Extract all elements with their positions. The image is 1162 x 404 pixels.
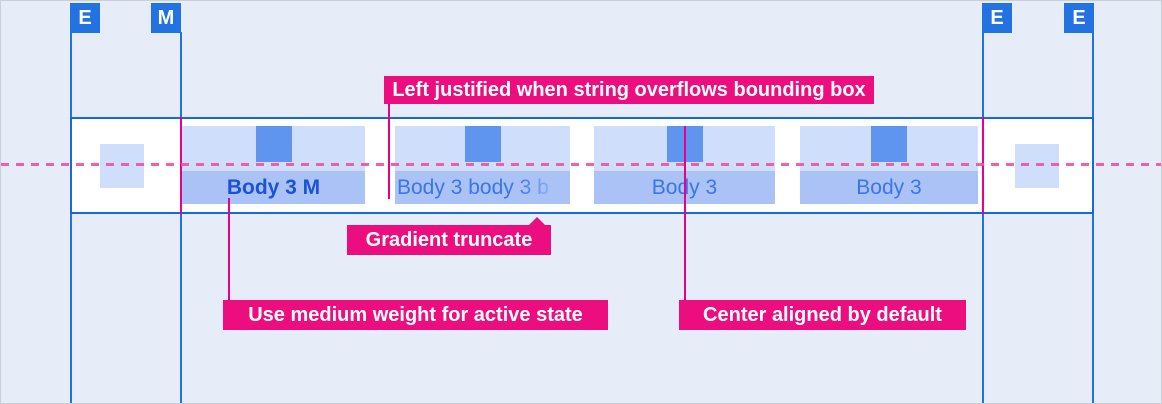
margin-marker-m: M — [151, 3, 181, 33]
connector-line-center-aligned — [684, 126, 686, 300]
annotation-center-aligned: Center aligned by default — [679, 300, 966, 330]
tab-label-text: Body 3 body 3 b — [397, 175, 549, 199]
annotation-pointer-arrow — [529, 217, 545, 225]
gradient-truncate-overlay — [518, 171, 570, 204]
annotation-gradient-truncate: Gradient truncate — [347, 217, 551, 255]
tab-label: Body 3 — [800, 171, 978, 204]
annotation-medium-weight: Use medium weight for active state — [223, 300, 608, 330]
annotation-text: Gradient truncate — [365, 228, 533, 251]
guide-line-right-margin — [982, 32, 984, 403]
icon-placeholder-square — [255, 126, 292, 162]
center-axis-dashed-line — [1, 163, 1161, 166]
margin-marker-e-left: E — [70, 3, 100, 33]
margin-marker-e-right-outer: E — [1064, 3, 1094, 33]
icon-placeholder-square — [464, 126, 501, 162]
tab-label: Body 3 M — [182, 171, 365, 204]
icon-placeholder-square — [871, 126, 907, 162]
tab-label: Body 3 body 3 b — [395, 171, 570, 204]
annotation-left-justified: Left justified when string overflows bou… — [384, 76, 874, 104]
right-slot-placeholder — [1015, 144, 1059, 188]
connector-line-medium-weight — [228, 198, 230, 300]
left-slot-placeholder — [100, 144, 144, 188]
margin-marker-e-right-inner: E — [982, 3, 1012, 33]
guide-line-right-edge — [1092, 32, 1094, 403]
guide-line-left-edge — [70, 32, 72, 403]
guide-line-left-margin — [180, 32, 182, 403]
tab-truncated[interactable]: Body 3 body 3 b — [395, 126, 570, 204]
connector-line-left-justified — [388, 104, 390, 199]
